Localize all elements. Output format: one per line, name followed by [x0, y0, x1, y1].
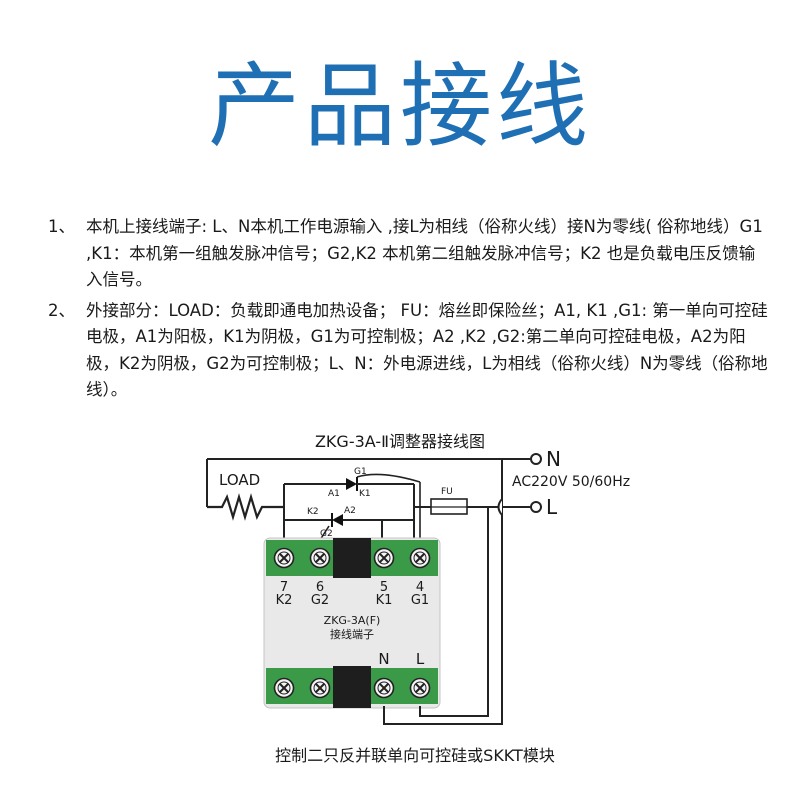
scr1-gate-label: G1 — [354, 467, 367, 477]
l-supply-wire — [419, 507, 489, 717]
scr2-symbol — [332, 514, 343, 526]
n-supply-wire — [383, 459, 503, 725]
terminal-screw-l — [409, 677, 431, 699]
terminal-name: G2 — [311, 593, 329, 608]
l-line-terminal — [530, 501, 542, 513]
load-label: LOAD — [219, 471, 260, 489]
terminal-screw-6 — [309, 547, 331, 569]
note-number: 2、 — [48, 300, 75, 320]
terminal-number: 6 — [316, 580, 324, 595]
n-line-label: N — [546, 447, 561, 471]
terminal-number: 5 — [380, 580, 388, 595]
terminal-screw — [273, 677, 295, 699]
bottom-terminal-l-label: L — [416, 650, 425, 668]
n-line-terminal — [530, 453, 542, 465]
module-label: 接线端子 — [330, 627, 374, 641]
note-text: 外接部分：LOAD：负载即通电加热设备； FU：熔丝即保险丝；A1, K1 ,G… — [86, 300, 768, 400]
note-item: 2、 外接部分：LOAD：负载即通电加热设备； FU：熔丝即保险丝；A1, K1… — [48, 298, 768, 404]
diagram-caption: 控制二只反并联单向可控硅或SKKT模块 — [275, 746, 555, 765]
note-text: 本机上接线端子: L、N本机工作电源输入 ,接L为相线（俗称火线）接N为零线( … — [86, 217, 763, 289]
terminal-screw-7 — [273, 547, 295, 569]
note-item: 1、 本机上接线端子: L、N本机工作电源输入 ,接L为相线（俗称火线）接N为零… — [48, 214, 768, 294]
diagram-heading: ZKG-3A-Ⅱ调整器接线图 — [315, 432, 485, 451]
terminal-screw — [309, 677, 331, 699]
supply-label: AC220V 50/60Hz — [512, 474, 630, 490]
notes-list: 1、 本机上接线端子: L、N本机工作电源输入 ,接L为相线（俗称火线）接N为零… — [48, 214, 768, 404]
scr1-symbol — [346, 478, 357, 490]
load-resistor — [207, 493, 284, 521]
note-number: 1、 — [48, 217, 75, 236]
page-title: 产品接线 — [207, 53, 592, 160]
terminal-screw-n — [373, 677, 395, 699]
scr2-gate-label: G2 — [320, 529, 333, 539]
scr2-cathode-label: K2 — [307, 507, 319, 517]
terminal-name: K2 — [276, 593, 293, 608]
scr1-anode-label: A1 — [328, 489, 340, 499]
terminal-name: G1 — [411, 593, 429, 608]
terminal-number: 4 — [416, 580, 424, 595]
scr2-anode-label: A2 — [344, 506, 356, 516]
terminal-screw-4 — [409, 547, 431, 569]
bottom-terminal-n-label: N — [378, 650, 389, 668]
fuse-label: FU — [441, 487, 453, 497]
model-label: ZKG-3A(F) — [324, 614, 381, 627]
terminal-number: 7 — [280, 580, 288, 595]
scr1-cathode-label: K1 — [359, 489, 371, 499]
l-line-label: L — [546, 495, 558, 519]
terminal-screw-5 — [373, 547, 395, 569]
terminal-name: K1 — [376, 593, 393, 608]
